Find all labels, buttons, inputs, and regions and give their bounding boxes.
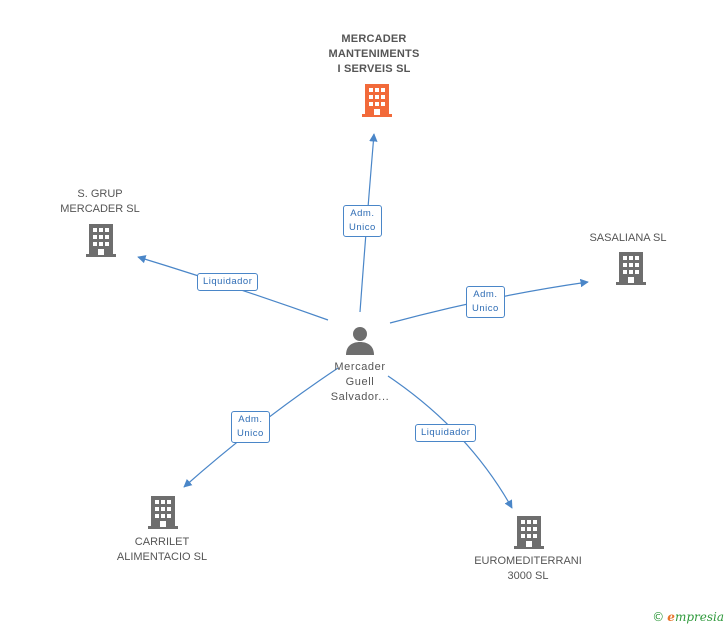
building-icon[interactable] xyxy=(148,496,178,529)
copyright-icon: © xyxy=(652,610,665,624)
brand-logo: ©empresia xyxy=(652,610,724,624)
building-icon[interactable] xyxy=(86,224,116,257)
person-icon[interactable] xyxy=(346,327,374,355)
role-badge-liquidador[interactable]: Liquidador xyxy=(415,424,477,442)
role-badge-adm-unico[interactable]: Adm. Unico xyxy=(231,411,270,443)
building-icon[interactable] xyxy=(362,84,392,117)
building-icon[interactable] xyxy=(514,516,544,549)
focus-company-label[interactable]: MERCADER MANTENIMENTS I SERVEIS SL xyxy=(328,33,420,75)
role-badge-liquidador[interactable]: Liquidador xyxy=(197,273,259,291)
role-badge-adm-unico[interactable]: Adm. Unico xyxy=(466,286,505,318)
company-label-sasaliana[interactable]: SASALIANA SL xyxy=(589,232,667,244)
company-label-grup[interactable]: S. GRUP MERCADER SL xyxy=(60,188,140,215)
company-label-carrilet[interactable]: CARRILET ALIMENTACIO SL xyxy=(116,536,208,563)
company-label-euro[interactable]: EUROMEDITERRANI 3000 SL xyxy=(474,555,582,582)
role-badge-adm-unico[interactable]: Adm. Unico xyxy=(343,205,382,237)
person-label[interactable]: Mercader Guell Salvador... xyxy=(330,361,390,403)
building-icon[interactable] xyxy=(616,252,646,285)
